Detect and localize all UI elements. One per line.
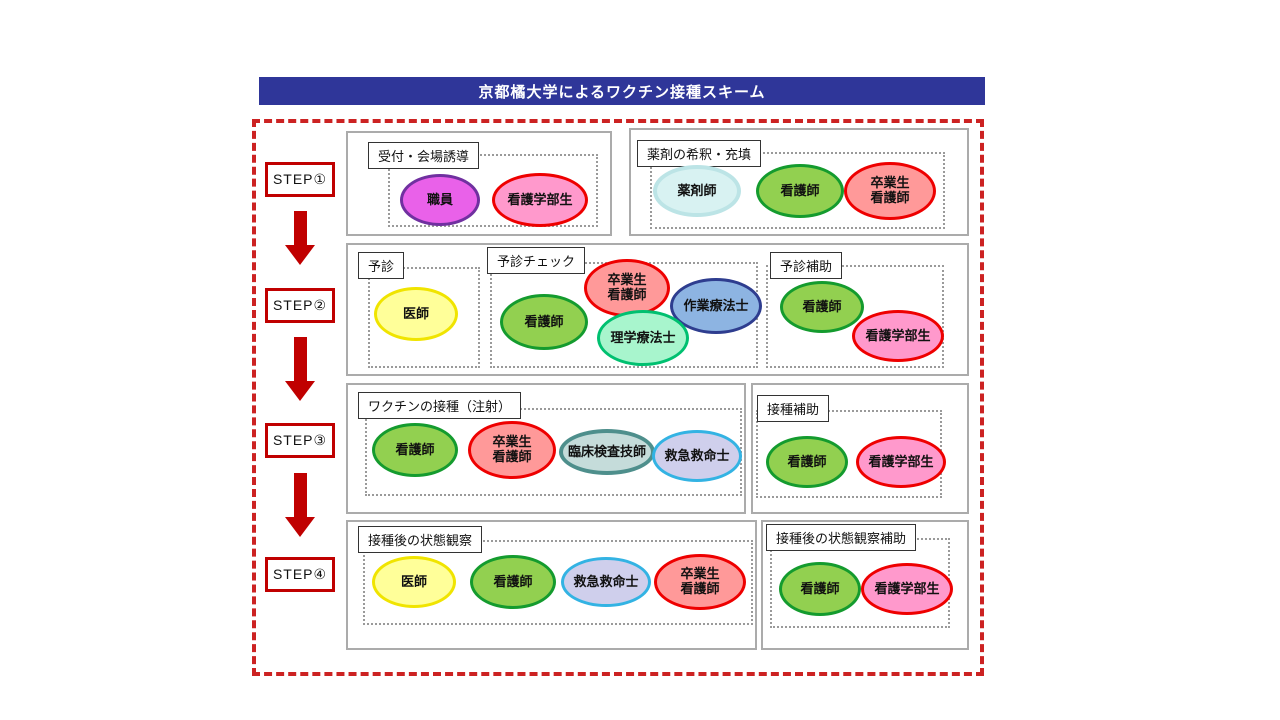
group-label-pre-exam: 予診: [358, 252, 405, 279]
group-zone-reception: [388, 154, 598, 227]
flow-outline-dashed-border: [252, 119, 984, 676]
role-ellipse-grad-nurse: 卒業生 看護師: [654, 554, 746, 610]
group-zone-pre-exam: [368, 267, 480, 368]
role-ellipse-grad-nurse: 卒業生 看護師: [844, 162, 936, 220]
arrow-head: [285, 517, 315, 537]
group-label-injection: ワクチンの接種（注射）: [358, 392, 522, 419]
role-ellipse-paramedic: 救急救命士: [561, 557, 651, 607]
role-ellipse-nurse: 看護師: [779, 562, 861, 616]
down-arrow-icon-2: [285, 337, 315, 401]
group-zone-pre-exam-assist: [766, 265, 944, 368]
arrow-head: [285, 245, 315, 265]
step-badge-4: STEP④: [265, 557, 335, 592]
step-badge-2: STEP②: [265, 288, 335, 323]
role-ellipse-doctor: 医師: [374, 287, 458, 341]
title-bar: 京都橘大学によるワクチン接種スキーム: [259, 77, 985, 105]
role-ellipse-nurse: 看護師: [470, 555, 556, 609]
group-label-pre-exam-assist: 予診補助: [770, 252, 843, 279]
role-ellipse-lab-technician: 臨床検査技師: [559, 429, 655, 475]
role-ellipse-nurse: 看護師: [780, 281, 864, 333]
role-ellipse-student-nurse: 看護学部生: [856, 436, 946, 488]
step-label-1: STEP①: [272, 171, 328, 187]
role-ellipse-paramedic: 救急救命士: [652, 430, 742, 482]
group-label-drug-prep: 薬剤の希釈・充填: [637, 140, 762, 167]
role-ellipse-grad-nurse: 卒業生 看護師: [584, 259, 670, 317]
group-label-observation: 接種後の状態観察: [358, 526, 483, 553]
group-label-reception: 受付・会場誘導: [368, 142, 480, 169]
group-label-injection-assist: 接種補助: [757, 395, 830, 422]
arrow-stem: [293, 211, 307, 245]
group-label-pre-exam-check: 予診チェック: [487, 247, 586, 274]
role-ellipse-student-nurse: 看護学部生: [492, 173, 588, 227]
role-ellipse-student-nurse: 看護学部生: [861, 563, 953, 615]
role-ellipse-nurse: 看護師: [766, 436, 848, 488]
role-ellipse-nurse: 看護師: [372, 423, 458, 477]
down-arrow-icon-1: [285, 211, 315, 265]
step-badge-3: STEP③: [265, 423, 335, 458]
role-ellipse-occupational-therapist: 作業療法士: [670, 278, 762, 334]
step-label-4: STEP④: [272, 566, 328, 582]
step-label-2: STEP②: [272, 297, 328, 313]
role-ellipse-staff: 職員: [400, 174, 480, 226]
arrow-stem: [293, 337, 307, 381]
group-zone-observation: [363, 540, 753, 625]
role-ellipse-physical-therapist: 理学療法士: [597, 310, 689, 366]
role-ellipse-nurse: 看護師: [500, 294, 588, 350]
arrow-stem: [293, 473, 307, 517]
down-arrow-icon-3: [285, 473, 315, 537]
page-title: 京都橘大学によるワクチン接種スキーム: [478, 83, 766, 101]
group-label-observation-assist: 接種後の状態観察補助: [766, 524, 917, 551]
role-ellipse-pharmacist: 薬剤師: [653, 165, 741, 217]
arrow-head: [285, 381, 315, 401]
step-badge-1: STEP①: [265, 162, 335, 197]
group-zone-drug-prep: [650, 152, 945, 229]
role-ellipse-doctor: 医師: [372, 556, 456, 608]
role-ellipse-student-nurse: 看護学部生: [852, 310, 944, 362]
step-label-3: STEP③: [272, 432, 328, 448]
role-ellipse-grad-nurse: 卒業生 看護師: [468, 421, 556, 479]
role-ellipse-nurse: 看護師: [756, 164, 844, 218]
